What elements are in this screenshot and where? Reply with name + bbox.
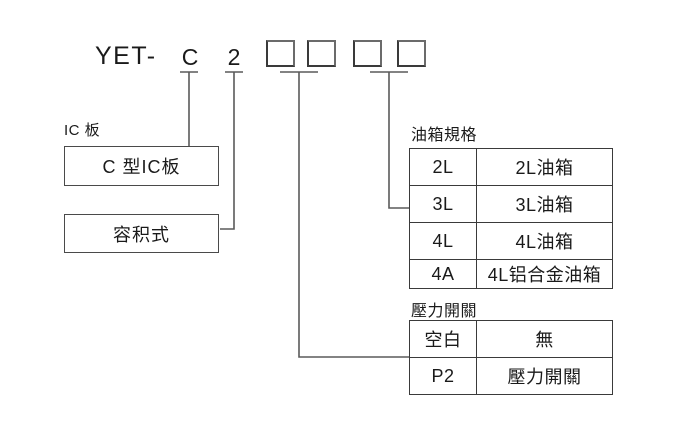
table-row: 3L 3L油箱 — [409, 185, 613, 223]
connector-c-to-ic-board — [180, 71, 198, 146]
placeholder-box-3 — [353, 40, 382, 67]
tank-desc: 4L铝合金油箱 — [476, 259, 613, 289]
pump-type-value: 容积式 — [113, 224, 170, 245]
model-prefix: YET- — [95, 42, 157, 70]
pswitch-code: 空白 — [409, 320, 477, 358]
pswitch-code: P2 — [409, 357, 477, 395]
pswitch-desc: 壓力開關 — [476, 357, 613, 395]
tank-code: 3L — [409, 185, 477, 223]
pump-type-value-box: 容积式 — [64, 214, 219, 253]
ic-board-value: C 型IC板 — [102, 157, 181, 177]
table-row: P2 壓力開關 — [409, 357, 613, 395]
connector-boxes12-to-pressure-switch — [280, 71, 409, 358]
tank-spec-table: 2L 2L油箱 3L 3L油箱 4L 4L油箱 4A 4L铝合金油箱 — [409, 148, 613, 289]
code-segment-pump: 2 — [227, 44, 241, 70]
placeholder-box-1 — [266, 40, 295, 67]
tank-spec-label: 油箱規格 — [411, 127, 478, 144]
ic-board-value-box: C 型IC板 — [64, 146, 219, 186]
pressure-switch-table: 空白 無 P2 壓力開關 — [409, 320, 613, 395]
ic-board-label: IC 板 — [64, 122, 101, 139]
table-row: 2L 2L油箱 — [409, 148, 613, 186]
connector-2-to-pump-type — [220, 71, 243, 230]
placeholder-box-2 — [307, 40, 336, 67]
code-segment-ic-board: C — [181, 44, 199, 70]
tank-code: 2L — [409, 148, 477, 186]
tank-desc: 2L油箱 — [476, 148, 613, 186]
table-row: 空白 無 — [409, 320, 613, 358]
pswitch-desc: 無 — [476, 320, 613, 358]
tank-desc: 4L油箱 — [476, 222, 613, 260]
table-row: 4A 4L铝合金油箱 — [409, 259, 613, 289]
tank-code: 4L — [409, 222, 477, 260]
pressure-switch-label: 壓力開關 — [411, 303, 478, 320]
tank-code: 4A — [409, 259, 477, 289]
tank-desc: 3L油箱 — [476, 185, 613, 223]
placeholder-box-4 — [397, 40, 426, 67]
connector-boxes34-to-tank-spec — [370, 71, 409, 209]
table-row: 4L 4L油箱 — [409, 222, 613, 260]
